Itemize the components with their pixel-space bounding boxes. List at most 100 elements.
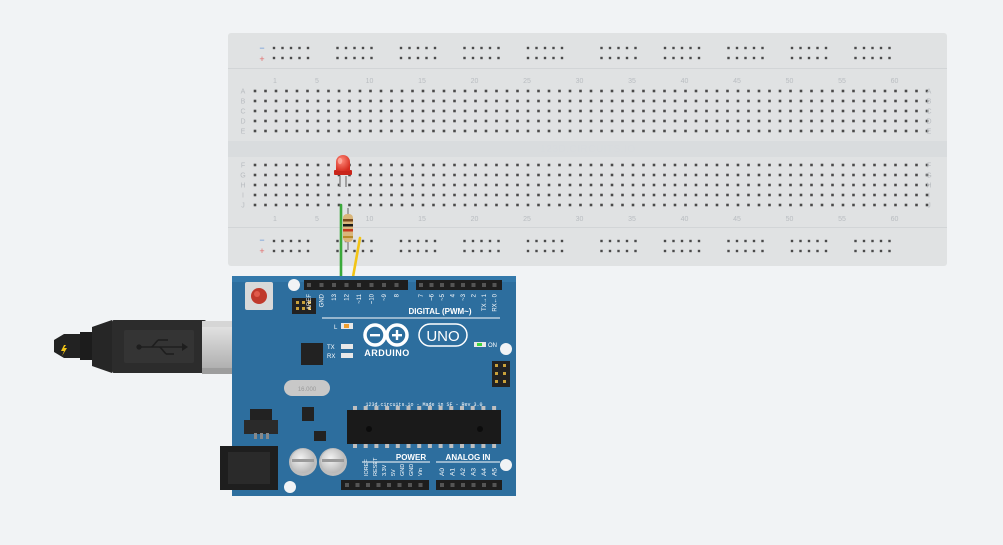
digital-pin[interactable]	[319, 283, 324, 287]
digital-pin[interactable]	[482, 283, 486, 287]
digital-pin[interactable]	[382, 283, 386, 287]
digital-pin-label: ~3	[461, 293, 467, 301]
analog-pin-label: A0	[439, 468, 446, 476]
analog-pin[interactable]	[450, 483, 455, 487]
atmega-chip	[347, 406, 501, 448]
digital-pin[interactable]	[492, 283, 497, 287]
digital-pin-label: AREF	[307, 294, 313, 310]
digital-pin-label: 8	[395, 293, 401, 297]
row-label: A	[927, 89, 932, 96]
uno-badge	[418, 323, 468, 347]
analog-pin-label: A1	[450, 468, 457, 476]
chip-label: 123d.circuits.io - Made in SF - Rev 3.0	[365, 402, 482, 408]
digital-pin-label: 7	[419, 293, 425, 297]
breadboard-watermark: 123D.CIRCUITS.IO	[540, 144, 635, 155]
digital-pin[interactable]	[440, 283, 444, 287]
row-label: A	[241, 89, 246, 96]
analog-pin[interactable]	[471, 483, 476, 487]
digital-pin-label: GND	[320, 293, 326, 307]
rail-minus-label-bottom: −	[259, 235, 264, 245]
power-pin[interactable]	[387, 483, 391, 487]
analog-label: ANALOG IN	[446, 453, 491, 462]
digital-pin-label: ~6	[430, 293, 436, 301]
analog-pin[interactable]	[461, 483, 465, 487]
digital-pin-label: RX←0	[493, 293, 499, 311]
digital-pin[interactable]	[461, 283, 465, 287]
digital-pin-label: 2	[472, 293, 478, 297]
resistor[interactable]	[343, 208, 353, 250]
digital-header[interactable]	[304, 280, 502, 290]
digital-pin-label: 4	[451, 293, 457, 297]
power-pin[interactable]	[345, 483, 349, 487]
row-label: E	[927, 129, 932, 136]
analog-pin-label: A5	[492, 468, 499, 476]
column-number: 40	[681, 78, 689, 85]
mount-hole	[500, 459, 512, 471]
breadboard-holes[interactable]	[253, 46, 929, 253]
column-number: 15	[418, 216, 426, 223]
digital-pin[interactable]	[429, 283, 434, 287]
rail-plus-label: +	[259, 54, 264, 64]
column-number: 30	[576, 216, 584, 223]
power-jack[interactable]	[220, 446, 278, 490]
model-label: UNO	[426, 328, 459, 345]
digital-pin[interactable]	[394, 283, 399, 287]
power-pin[interactable]	[408, 483, 412, 487]
power-header[interactable]	[341, 480, 429, 490]
column-number: 25	[523, 78, 531, 85]
column-number: 45	[733, 78, 741, 85]
digital-pin[interactable]	[344, 283, 349, 287]
digital-pin-label: 12	[345, 293, 351, 300]
row-label: I	[928, 193, 930, 200]
row-label: H	[926, 183, 931, 190]
column-number: 10	[366, 78, 374, 85]
row-label: I	[242, 193, 244, 200]
column-number: 25	[523, 216, 531, 223]
l-led	[344, 324, 349, 328]
power-pin-label: 5V	[391, 469, 397, 476]
power-pin[interactable]	[355, 483, 360, 487]
on-label: ON	[488, 343, 497, 349]
arduino-logo-icon	[363, 323, 409, 347]
column-number: 50	[786, 78, 794, 85]
l-led-label: L	[334, 325, 338, 331]
mount-hole	[288, 279, 300, 291]
analog-pin[interactable]	[492, 483, 497, 487]
analog-pin[interactable]	[482, 483, 486, 487]
digital-pin[interactable]	[369, 283, 374, 287]
digital-pin[interactable]	[357, 283, 361, 287]
power-pin-label: GND	[409, 464, 415, 476]
column-number: 30	[576, 78, 584, 85]
reset-button[interactable]	[245, 282, 273, 310]
digital-pin[interactable]	[332, 283, 336, 287]
row-label: B	[927, 99, 932, 106]
column-number: 50	[786, 216, 794, 223]
power-pin[interactable]	[418, 483, 423, 487]
analog-pin[interactable]	[440, 483, 444, 487]
icsp-header-top	[292, 298, 316, 314]
tx-led	[341, 344, 353, 349]
led[interactable]	[334, 155, 352, 187]
power-pin[interactable]	[366, 483, 370, 487]
power-pin-label: RESET	[373, 457, 379, 476]
digital-pin-label: ~10	[370, 293, 376, 304]
row-label: D	[926, 119, 931, 126]
digital-pin[interactable]	[471, 283, 476, 287]
column-number: 5	[315, 78, 319, 85]
power-pin-label: IOREF	[364, 459, 370, 476]
usb-cable[interactable]	[54, 320, 248, 374]
crystal	[284, 380, 330, 396]
power-pin[interactable]	[376, 483, 381, 487]
row-label: C	[926, 109, 931, 116]
analog-header[interactable]	[436, 480, 502, 490]
digital-pin[interactable]	[419, 283, 423, 287]
column-number: 60	[891, 78, 899, 85]
digital-pin[interactable]	[450, 283, 455, 287]
digital-pin[interactable]	[307, 283, 311, 287]
power-pin[interactable]	[397, 483, 402, 487]
rx-led	[341, 353, 353, 358]
